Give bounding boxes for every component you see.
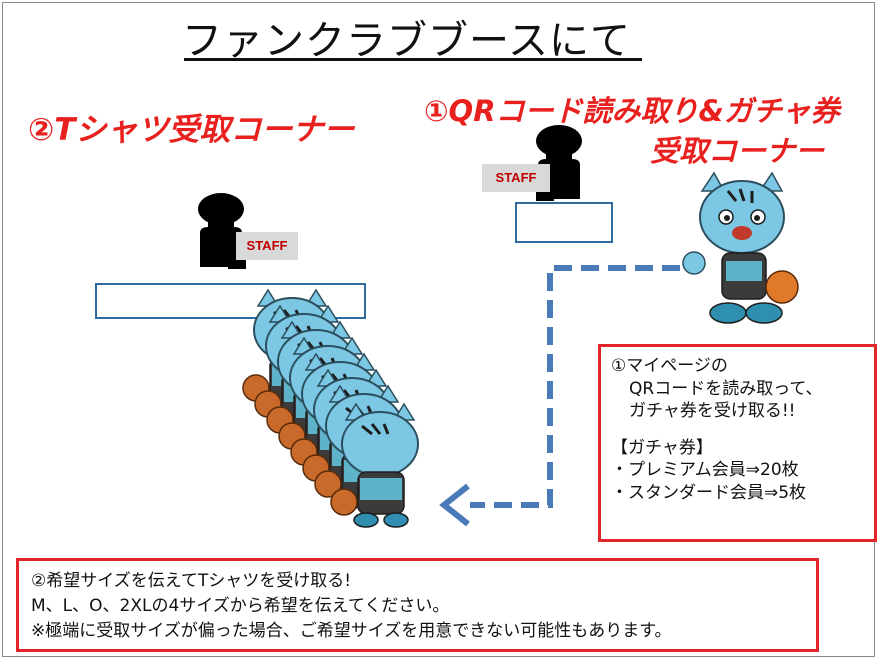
qr-instructions-box: ①マイページの QRコードを読み取って、 ガチャ券を受け取る!! 【ガチャ券】 …: [598, 344, 877, 542]
page-title: ファンクラブブースにて: [182, 18, 631, 64]
title-underline: [184, 58, 642, 61]
note-line: M、L、O、2XLの4サイズから希望を伝えてください。: [31, 596, 450, 616]
staff-label: STAFF: [236, 232, 298, 260]
note-line: ガチャ券を受け取る!!: [629, 401, 796, 421]
note-line: ※極端に受取サイズが偏った場合、ご希望サイズを用意できない可能性もあります。: [31, 621, 672, 641]
note-line: 【ガチャ券】: [611, 437, 713, 458]
staff-person-icon: [198, 193, 246, 269]
note-line: ①マイページの: [611, 356, 728, 376]
qr-corner-heading-line2: 受取コーナー: [650, 134, 825, 168]
note-line: ・スタンダード会員⇒5枚: [611, 482, 807, 503]
tshirt-instructions-box: ②希望サイズを伝えてTシャツを受け取る! M、L、O、2XLの4サイズから希望を…: [16, 558, 819, 652]
note-line: ②希望サイズを伝えてTシャツを受け取る!: [31, 571, 352, 591]
staff-label: STAFF: [482, 164, 550, 192]
qr-counter-desk: [515, 202, 613, 243]
note-line: QRコードを読み取って、: [629, 378, 823, 399]
note-line: ・プレミアム会員⇒20枚: [611, 460, 799, 480]
tshirt-corner-heading: ②Tシャツ受取コーナー: [28, 112, 355, 148]
qr-corner-heading-line1: ①QRコード読み取り&ガチャ券: [424, 94, 840, 128]
